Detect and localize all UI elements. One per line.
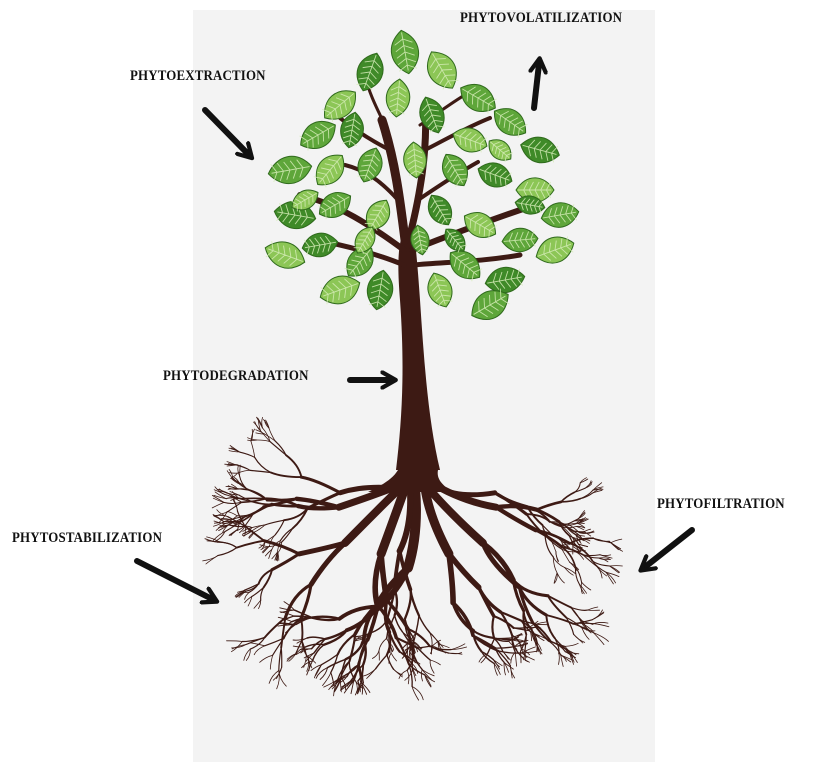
label-phytovolatilization: PHYTOVOLATILIZATION [460, 10, 622, 27]
label-phytofiltration: PHYTOFILTRATION [657, 496, 785, 513]
label-phytodegradation: PHYTODEGRADATION [163, 368, 309, 385]
label-phytostabilization: PHYTOSTABILIZATION [12, 530, 162, 547]
label-phytoextraction: PHYTOEXTRACTION [130, 68, 266, 85]
